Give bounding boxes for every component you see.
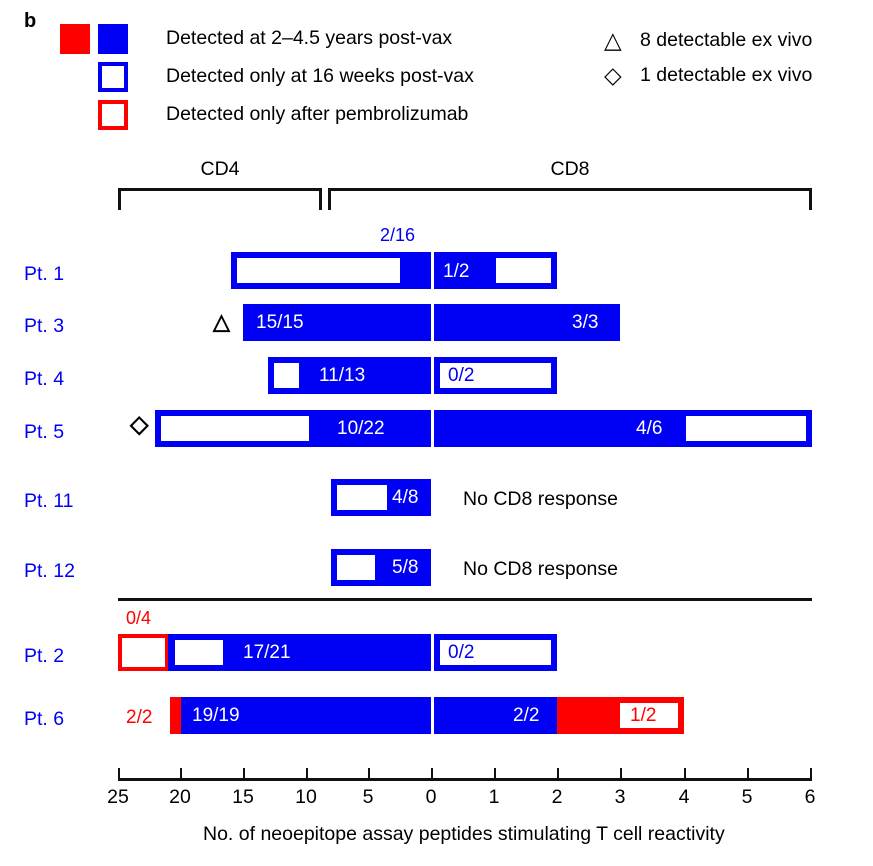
- bracket-cd8: [328, 188, 812, 210]
- bar-cd8-pt4-unfilled: [440, 363, 551, 388]
- bar-cd8-pembro-pt6-unfilled: [620, 703, 678, 728]
- legend-label-1: Detected only at 16 weeks post-vax: [166, 65, 474, 87]
- tick-mark: [368, 768, 370, 778]
- row-label-pt11: Pt. 11: [24, 490, 74, 512]
- bar-cd4-pt5-unfilled: [161, 416, 309, 441]
- no-cd8-response-pt12: No CD8 response: [463, 558, 618, 580]
- tick-label-cd8-5: 6: [804, 786, 816, 808]
- tick-label-cd8-1: 2: [551, 786, 563, 808]
- bar-cd4-pembro-pt2: [118, 634, 169, 671]
- tick-label-cd4-0: 25: [107, 786, 129, 808]
- bar-cd4-pt2-unfilled: [175, 640, 223, 665]
- tick-label-cd4-4: 5: [362, 786, 374, 808]
- tick-label-cd4-5: 0: [425, 786, 437, 808]
- bar-cd4-pt3: [243, 304, 431, 341]
- bar-cd8-pt1-unfilled: [496, 258, 551, 283]
- triangle-icon: △: [213, 309, 230, 334]
- bar-cd4-pembro-pt6: [170, 697, 181, 734]
- bar-value-cd4-pt2: 17/21: [243, 642, 291, 663]
- group-label-cd4: CD4: [200, 158, 240, 180]
- bar-value-cd4-pt4: 11/13: [319, 365, 366, 386]
- bar-value-cd4-pt11: 4/8: [392, 487, 419, 508]
- bar-value-cd8-pt2: 0/2: [448, 642, 475, 663]
- tick-mark: [684, 768, 686, 778]
- row-top-label-pt1: 2/16: [380, 225, 416, 245]
- row-side-label-pt6: 2/2: [126, 707, 153, 728]
- row-top-label-pt2: 0/4: [126, 608, 152, 628]
- no-cd8-response-pt11: No CD8 response: [463, 488, 618, 510]
- bar-divider-pt3: [431, 304, 434, 341]
- triangle-icon: △: [604, 27, 622, 53]
- tick-mark: [810, 768, 812, 778]
- bar-value-cd4-pt5: 10/22: [337, 418, 385, 439]
- bar-cd4-pt11-unfilled: [337, 485, 387, 510]
- bracket-cd4: [118, 188, 322, 210]
- legend-swatch-red-filled: [60, 24, 90, 54]
- bar-divider-pt6: [431, 697, 434, 734]
- group-label-cd8: CD8: [550, 158, 590, 180]
- section-divider: [118, 598, 812, 601]
- bar-cd4-pt4-unfilled: [274, 363, 299, 388]
- tick-mark: [243, 768, 245, 778]
- bar-cd8-pt5-unfilled: [686, 416, 806, 441]
- bar-cd8-pt6: [434, 697, 557, 734]
- row-label-pt6: Pt. 6: [24, 708, 65, 730]
- legend-swatch-blue-outline: [98, 62, 128, 92]
- diamond-icon: ◇: [130, 411, 149, 438]
- tick-label-cd8-4: 5: [741, 786, 753, 808]
- tick-mark: [118, 768, 120, 778]
- axis-title: No. of neoepitope assay peptides stimula…: [203, 823, 725, 845]
- bar-value-cd8-pt3: 3/3: [572, 312, 599, 333]
- legend-swatch-blue-filled: [98, 24, 128, 54]
- tick-mark: [494, 768, 496, 778]
- bar-value-cd4-pt6: 19/19: [192, 705, 240, 726]
- legend-label-0: Detected at 2–4.5 years post-vax: [166, 27, 453, 49]
- tick-mark: [180, 768, 182, 778]
- bar-value-cd8-pt1: 1/2: [443, 261, 470, 282]
- tick-label-cd8-3: 4: [678, 786, 690, 808]
- tick-mark: [431, 768, 433, 778]
- tick-label-cd8-2: 3: [614, 786, 626, 808]
- bar-value-cd4-pt3: 15/15: [256, 312, 304, 333]
- row-label-pt1: Pt. 1: [24, 263, 65, 285]
- tick-label-cd4-2: 15: [232, 786, 254, 808]
- row-label-pt3: Pt. 3: [24, 315, 65, 337]
- tick-label-cd4-1: 20: [169, 786, 191, 808]
- legend-marker-label-1: 1 detectable ex vivo: [640, 64, 813, 86]
- legend-label-2: Detected only after pembrolizumab: [166, 103, 469, 125]
- axis-line: [118, 778, 812, 781]
- panel-letter: b: [24, 10, 37, 32]
- row-label-pt12: Pt. 12: [24, 560, 75, 582]
- row-label-pt2: Pt. 2: [24, 645, 65, 667]
- bar-cd4-pt12-unfilled: [337, 555, 375, 580]
- row-label-pt5: Pt. 5: [24, 421, 65, 443]
- tick-mark: [306, 768, 308, 778]
- tick-mark: [557, 768, 559, 778]
- tick-label-cd4-3: 10: [295, 786, 317, 808]
- legend-marker-label-0: 8 detectable ex vivo: [640, 29, 813, 51]
- bar-value-cd8-pt5: 4/6: [636, 418, 663, 439]
- bar-cd4-pt1-unfilled: [237, 258, 400, 283]
- bar-value-cd4-pt12: 5/8: [392, 557, 419, 578]
- bar-cd4-pt6: [181, 697, 431, 734]
- tick-mark: [620, 768, 622, 778]
- bar-value-cd8-pt4: 0/2: [448, 365, 475, 386]
- bar-cd8-pt2-unfilled: [440, 640, 551, 665]
- diamond-icon: ◇: [604, 62, 622, 88]
- bar-value-cd8-pembro-pt6: 1/2: [630, 705, 657, 726]
- tick-mark: [747, 768, 749, 778]
- bar-cd8-pt3: [434, 304, 620, 341]
- tick-label-cd8-0: 1: [488, 786, 500, 808]
- row-label-pt4: Pt. 4: [24, 368, 65, 390]
- bar-value-cd8-pt6: 2/2: [513, 705, 540, 726]
- legend-swatch-red-outline: [98, 100, 128, 130]
